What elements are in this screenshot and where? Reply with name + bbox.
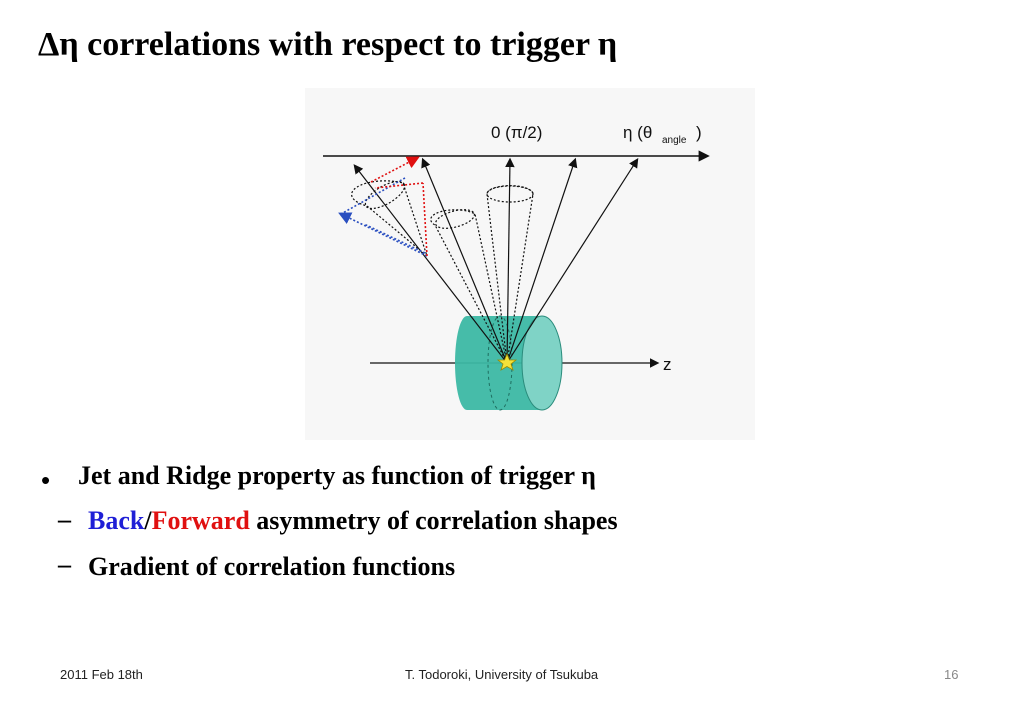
footer-date: 2011 Feb 18th xyxy=(60,667,143,682)
page-number: 16 xyxy=(944,667,959,682)
axis-label-z: z xyxy=(663,355,672,374)
axis-label-eta-sub: angle xyxy=(662,135,687,146)
footer-author: T. Todoroki, University of Tsukuba xyxy=(405,667,599,682)
axis-label-eta-close: ) xyxy=(696,123,702,142)
sub-bullet-1: Back/Forward asymmetry of correlation sh… xyxy=(88,506,618,536)
detector-diagram: 0 (π/2) η (θ angle ) z xyxy=(305,88,755,440)
forward-arrow xyxy=(370,156,420,183)
jet-cones xyxy=(351,180,534,364)
slash-label: / xyxy=(144,506,152,535)
bullet-item-1: Jet and Ridge property as function of tr… xyxy=(78,461,596,490)
axis-label-zero: 0 (π/2) xyxy=(491,123,542,142)
back-label: Back xyxy=(88,506,145,535)
forward-label: Forward xyxy=(151,506,250,535)
bullet-marker: • xyxy=(41,465,51,495)
sub-bullet-2: Gradient of correlation functions xyxy=(88,552,456,581)
sub-bullet-marker-2: – xyxy=(58,550,71,579)
axis-label-eta: η (θ xyxy=(623,123,652,142)
slide-title: Δη correlations with respect to trigger … xyxy=(38,26,618,63)
asymmetry-text: asymmetry of correlation shapes xyxy=(249,506,618,535)
sub-bullet-marker-1: – xyxy=(58,505,71,534)
diagram-svg: 0 (π/2) η (θ angle ) z xyxy=(323,123,710,411)
vertex-star xyxy=(496,352,518,371)
